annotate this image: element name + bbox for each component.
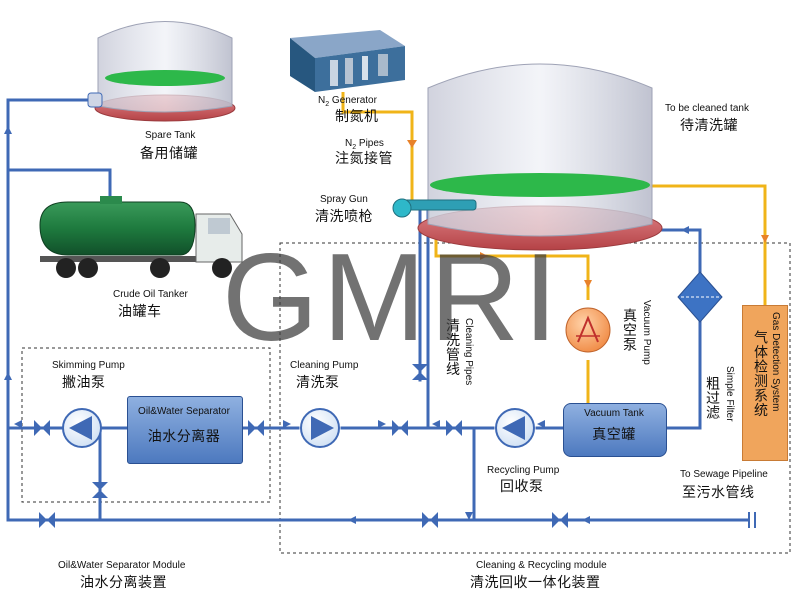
valves xyxy=(34,364,568,528)
gmri-watermark: GMRI xyxy=(222,229,562,367)
spray-gun-en-label: Spray Gun xyxy=(320,194,368,205)
cleaning-pump-shape xyxy=(300,408,340,448)
cleaning-pipes-zh-label: 清洗管线 xyxy=(444,318,460,376)
n2-generator-label: N2 Generator xyxy=(318,95,377,109)
main-tank xyxy=(417,63,663,251)
vacuum-tank-zh-label: 真空罐 xyxy=(592,427,636,443)
cleaning-pipes-en-label: Cleaning Pipes xyxy=(463,318,474,386)
cr-module-en-label: Cleaning & Recycling module xyxy=(476,560,607,571)
skimming-pump-en-label: Skimming Pump xyxy=(52,360,125,371)
spare-tank-en-label: Spare Tank xyxy=(145,130,196,141)
n2-generator-suffix: Generator xyxy=(329,95,377,106)
n2-pipes-zh-label: 注氮接管 xyxy=(335,151,393,167)
ows-box-zh-label: 油水分离器 xyxy=(147,429,221,445)
sewage-zh-label: 至污水管线 xyxy=(682,485,755,501)
skimming-pump-zh-label: 撇油泵 xyxy=(62,375,106,391)
n2-pipes-prefix: N xyxy=(345,138,353,149)
gas-detection-zh-label: 气体检测系统 xyxy=(752,330,768,417)
crude-tanker-en-label: Crude Oil Tanker xyxy=(113,289,188,300)
cleaning-pump-zh-label: 清洗泵 xyxy=(296,375,340,391)
skimming-pump-shape xyxy=(62,408,102,448)
ows-module-en-label: Oil&Water Separator Module xyxy=(58,560,186,571)
n2-pipes-suffix: Pipes xyxy=(356,138,384,149)
n2-generator-prefix: N xyxy=(318,95,326,106)
n2-pipes-sub: 2 xyxy=(352,144,357,151)
simple-filter-en-label: Simple Filter xyxy=(724,366,735,422)
simple-filter-zh-label: 粗过滤 xyxy=(704,376,720,420)
gas-detection-box xyxy=(742,305,788,461)
clean-tank-en-label: To be cleaned tank xyxy=(665,103,749,114)
n2-generator xyxy=(290,30,405,92)
vacuum-tank-en-label: Vacuum Tank xyxy=(584,408,644,419)
vacuum-pump-en-label: Vacuum Pump xyxy=(641,300,652,365)
recycling-pump-zh-label: 回收泵 xyxy=(500,479,544,495)
n2-generator-sub: 2 xyxy=(325,101,330,108)
flow-arrows xyxy=(4,126,769,524)
spare-tank-zh-label: 备用储罐 xyxy=(140,146,198,162)
spare-tank xyxy=(87,21,236,122)
recycling-pump-en-label: Recycling Pump xyxy=(487,465,560,476)
spray-gun xyxy=(392,198,477,218)
gas-detection-en-label: Gas Detection System xyxy=(770,312,781,412)
ows-box-en-label: Oil&Water Separator xyxy=(138,406,230,417)
sewage-en-label: To Sewage Pipeline xyxy=(680,469,768,480)
n2-generator-zh-label: 制氮机 xyxy=(335,109,379,125)
vacuum-pump-zh-label: 真空泵 xyxy=(621,308,637,352)
recycling-pump-shape xyxy=(495,408,535,448)
crude-tanker-zh-label: 油罐车 xyxy=(118,304,162,320)
sewage-outlet-cap xyxy=(748,512,756,528)
vacuum-tank-box xyxy=(563,403,667,457)
cleaning-pump-en-label: Cleaning Pump xyxy=(290,360,359,371)
vacuum-pump-shape xyxy=(565,307,611,353)
cr-module-zh-label: 清洗回收一体化装置 xyxy=(470,575,601,591)
crude-oil-tanker xyxy=(39,196,243,278)
simple-filter-shape xyxy=(677,271,723,323)
spray-gun-zh-label: 清洗喷枪 xyxy=(315,209,373,225)
ows-module-zh-label: 油水分离装置 xyxy=(80,575,167,591)
yellow-pipes xyxy=(341,92,767,404)
clean-tank-zh-label: 待清洗罐 xyxy=(680,118,738,134)
ows-box xyxy=(127,396,243,464)
n2-pipes-label: N2 Pipes xyxy=(345,138,384,152)
